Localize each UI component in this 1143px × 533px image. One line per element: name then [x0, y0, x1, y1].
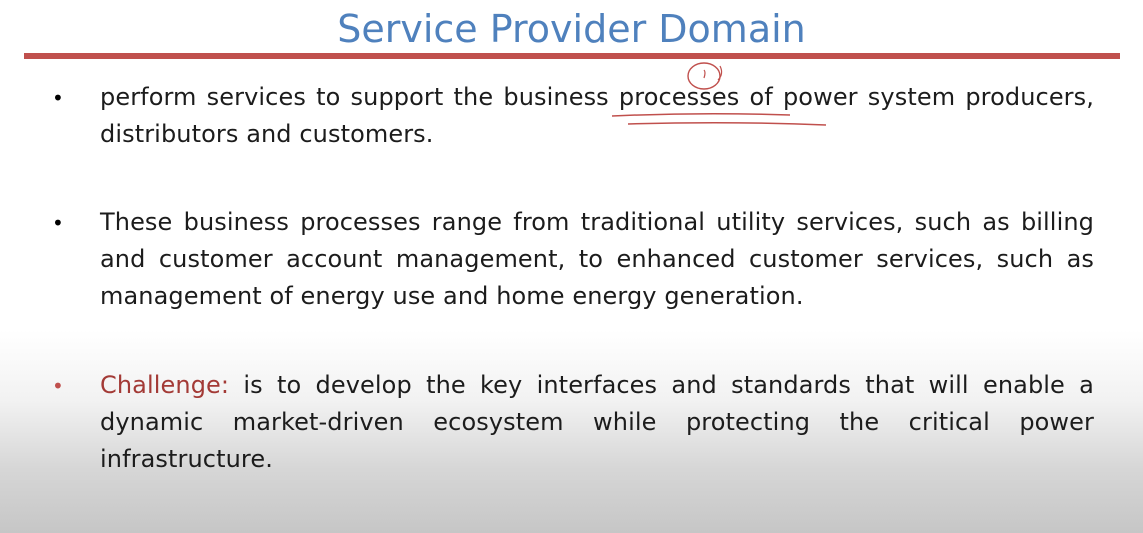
bullet-marker: • [52, 211, 64, 235]
bullet-marker: • [52, 374, 64, 398]
bullet-text: These business processes range from trad… [100, 208, 1094, 310]
slide-title: Service Provider Domain [337, 7, 806, 51]
challenge-label: Challenge: [100, 371, 230, 399]
bullet-text: Challenge: is to develop the key interfa… [100, 367, 1094, 478]
challenge-text: is to develop the key interfaces and sta… [100, 371, 1094, 473]
bullet-item-1: perform services to support the business… [100, 79, 1094, 153]
bullet-marker: • [52, 86, 64, 110]
bullet-text: perform services to support the business… [100, 83, 1094, 148]
title-underline-rule [24, 53, 1120, 59]
bullet-item-2: These business processes range from trad… [100, 204, 1094, 315]
bullet-item-3: Challenge: is to develop the key interfa… [100, 367, 1094, 478]
